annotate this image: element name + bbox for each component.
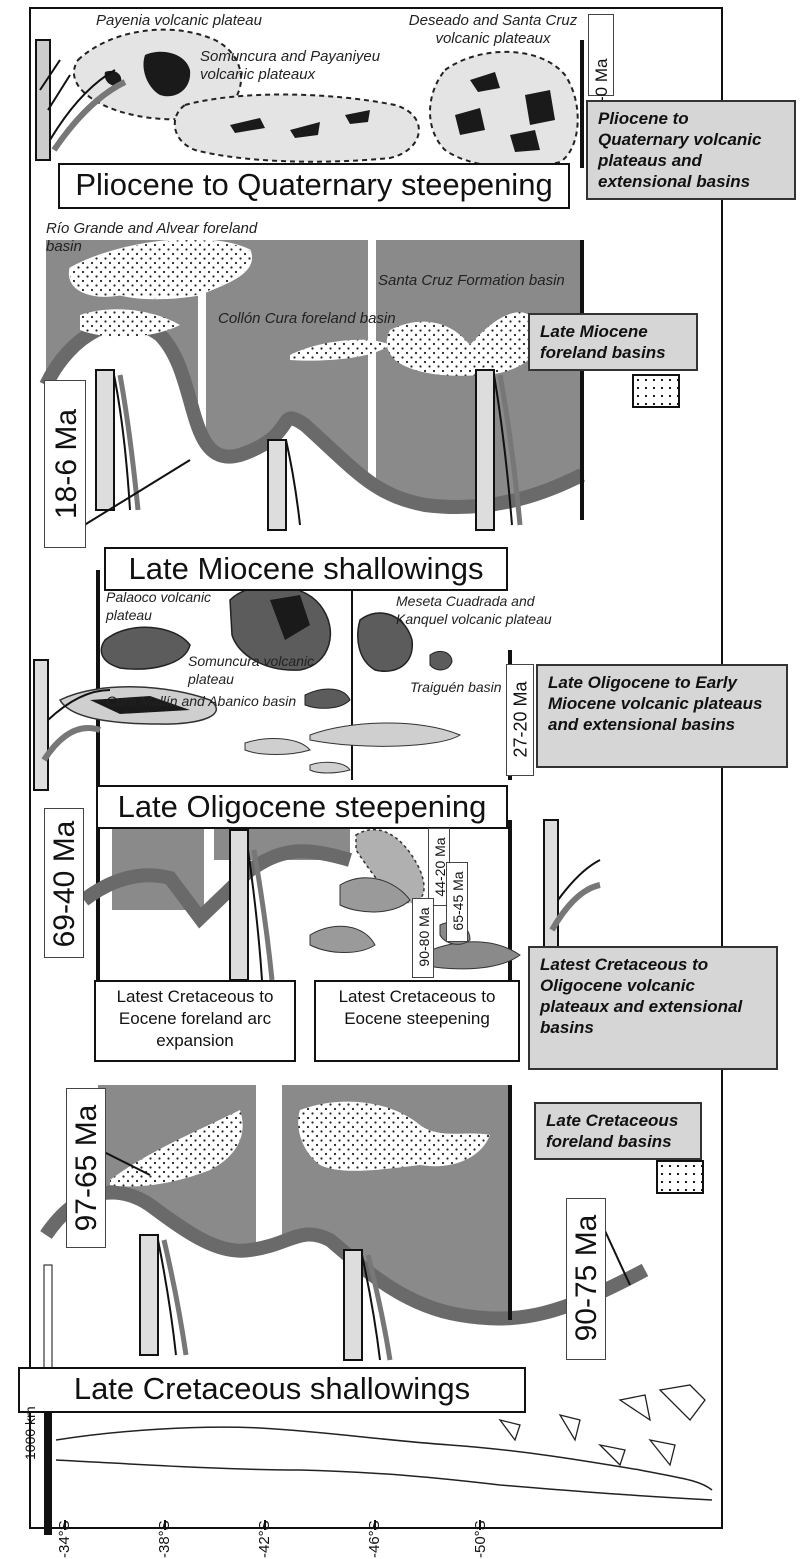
legend-miocene-swatch <box>632 374 680 408</box>
label-palaoco: Palaoco volcanic plateau <box>106 588 256 624</box>
age-18-6: 18-6 Ma <box>44 380 86 548</box>
label-somuncura-volcanic: Somuncura volcanic plateau <box>188 652 328 688</box>
title-late-miocene-shallowings: Late Miocene shallowings <box>104 547 508 591</box>
basin-small-3 <box>310 762 350 773</box>
label-rio-grande-alvear: Río Grande and Alvear foreland basin <box>46 220 266 256</box>
title-late-cretaceous-shallowings: Late Cretaceous shallowings <box>18 1367 526 1413</box>
label-somuncura-payaniyeu: Somuncura and Payaniyeu volcanic plateau… <box>200 48 390 84</box>
latitude-34: -34°S <box>56 1520 73 1558</box>
label-cura-mallin: Cura Mallín and Abanico basin <box>106 692 316 710</box>
basin-90-80 <box>420 942 520 969</box>
age-97-65: 97-65 Ma <box>66 1088 106 1248</box>
subtitle-foreland-arc-expansion: Latest Cretaceous to Eocene foreland arc… <box>94 980 296 1062</box>
age-5-0: 5-0 Ma <box>588 14 614 96</box>
latitude-46: -46°S <box>366 1520 383 1558</box>
age-69-40: 69-40 Ma <box>44 808 84 958</box>
plateau-deseado <box>430 52 578 168</box>
basin-small-2 <box>245 739 310 755</box>
plateau-traiguen <box>430 651 452 669</box>
age-27-20: 27-20 Ma <box>506 664 534 776</box>
label-traiguen: Traiguén basin <box>410 678 502 696</box>
legend-latest-cretaceous-oligocene: Latest Cretaceous to Oligocene volcanic … <box>528 946 778 1070</box>
title-late-oligocene-steepening: Late Oligocene steepening <box>96 785 508 829</box>
scale-bar-black <box>44 1400 52 1535</box>
age-65-45: 65-45 Ma <box>446 862 468 942</box>
label-collon-cura: Collón Cura foreland basin <box>218 310 398 328</box>
title-pliocene-quaternary-steepening: Pliocene to Quaternary steepening <box>58 163 570 209</box>
label-meseta-cuadrada: Meseta Cuadrada and Kanquel volcanic pla… <box>396 592 566 628</box>
legend-late-oligocene: Late Oligocene to Early Miocene volcanic… <box>536 664 788 768</box>
basin-small-4 <box>310 723 460 746</box>
legend-late-miocene: Late Miocene foreland basins <box>528 313 698 371</box>
legend-pliocene-quaternary: Pliocene to Quaternary volcanic plateaus… <box>586 100 796 200</box>
legend-late-cretaceous: Late Cretaceous foreland basins <box>534 1102 702 1160</box>
label-payenia: Payenia volcanic plateau <box>96 12 266 30</box>
latitude-50: -50°S <box>472 1520 489 1558</box>
age-90-75: 90-75 Ma <box>566 1198 606 1360</box>
label-santa-cruz-formation: Santa Cruz Formation basin <box>378 272 578 290</box>
plateau-somuncura <box>175 94 419 161</box>
age-90-80: 90-80 Ma <box>412 898 434 978</box>
latitude-42: -42°S <box>256 1520 273 1558</box>
latitude-38: -38°S <box>156 1520 173 1558</box>
label-deseado-santa-cruz: Deseado and Santa Cruz volcanic plateaux <box>398 12 588 48</box>
scale-label: 1000 km <box>22 1406 38 1460</box>
plateau-palaoco <box>101 627 190 669</box>
subtitle-eocene-steepening: Latest Cretaceous to Eocene steepening <box>314 980 520 1062</box>
coastline-map <box>56 1427 712 1500</box>
legend-cretaceous-swatch <box>656 1160 704 1194</box>
basin-65-45-b <box>310 926 375 952</box>
